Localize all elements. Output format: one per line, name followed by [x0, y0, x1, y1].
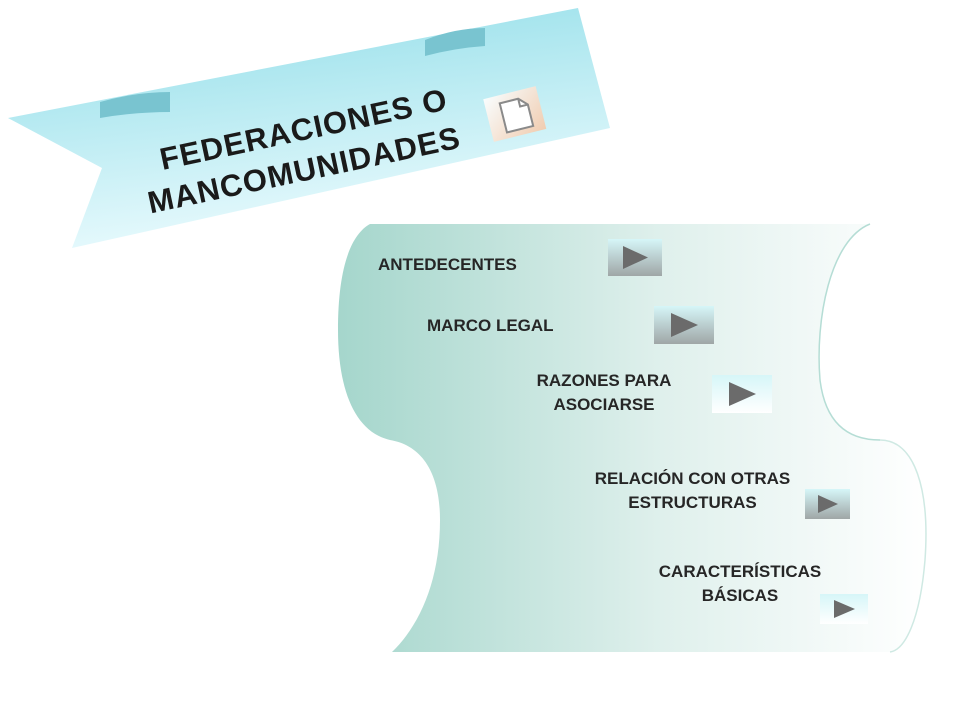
- title-ribbon: [8, 8, 610, 248]
- menu-label-line: ESTRUCTURAS: [628, 493, 757, 512]
- menu-label-marco-legal: MARCO LEGAL: [427, 314, 554, 338]
- marco-legal-button[interactable]: [654, 306, 714, 344]
- play-arrow-icon: [820, 594, 868, 624]
- antecedentes-button[interactable]: [608, 239, 662, 276]
- razones-button[interactable]: [712, 375, 772, 413]
- menu-label-razones-para-asociarse: RAZONES PARA ASOCIARSE: [504, 369, 704, 417]
- play-arrow-icon: [805, 489, 850, 519]
- caracteristicas-button[interactable]: [820, 594, 868, 624]
- ribbon-shape: [8, 8, 610, 248]
- menu-label-line: CARACTERÍSTICAS: [658, 562, 822, 581]
- menu-scroll: [338, 223, 927, 653]
- menu-label-line: RAZONES PARA: [536, 371, 672, 390]
- menu-label-caracteristicas-basicas: CARACTERÍSTICAS BÁSICAS: [630, 560, 850, 608]
- menu-label-line: ASOCIARSE: [553, 395, 655, 414]
- scroll-curl: [818, 223, 881, 441]
- play-arrow-icon: [608, 239, 662, 276]
- scroll-body: [338, 224, 926, 652]
- ribbon-fold-right: [425, 28, 485, 56]
- menu-label-line: ANTEDECENTES: [378, 255, 517, 274]
- document-icon: [483, 86, 547, 142]
- ribbon-fold-left: [100, 92, 170, 118]
- play-arrow-icon: [654, 306, 714, 344]
- menu-label-line: BÁSICAS: [701, 586, 779, 605]
- menu-label-relacion-con-otras-estructuras: RELACIÓN CON OTRAS ESTRUCTURAS: [550, 467, 835, 515]
- menu-label-antecedentes: ANTEDECENTES: [378, 253, 517, 277]
- relacion-button[interactable]: [805, 489, 850, 519]
- menu-label-line: MARCO LEGAL: [427, 316, 554, 335]
- play-arrow-icon: [712, 375, 772, 413]
- scroll-right-edge: [879, 439, 927, 653]
- menu-label-line: RELACIÓN CON OTRAS: [594, 469, 791, 488]
